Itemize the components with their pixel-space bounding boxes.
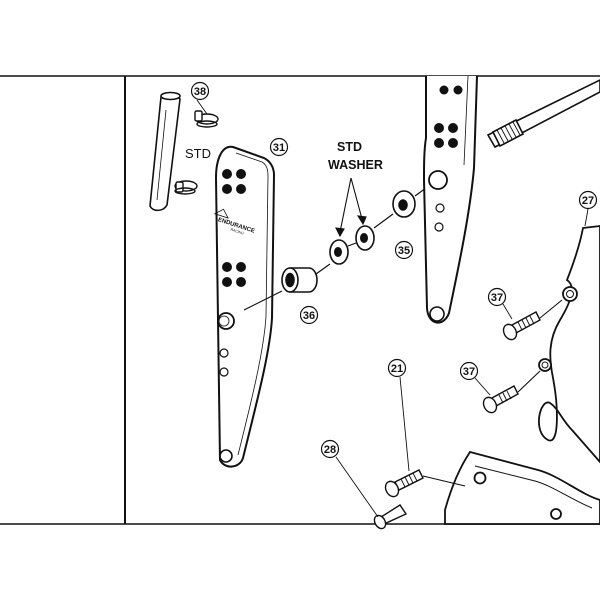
assembly-axis-line <box>243 184 431 311</box>
pedal-hole-cluster-mid <box>222 262 246 287</box>
callout-28: 28 <box>320 439 379 518</box>
frame-bracket-bottom <box>444 450 600 525</box>
callout-37b: 37 <box>459 361 491 396</box>
hose-clamp-top <box>194 110 219 128</box>
washer-2 <box>355 225 375 251</box>
pin-28 <box>373 504 408 530</box>
hose-tube <box>149 91 181 212</box>
callout-38: 38 <box>190 81 210 115</box>
bolt-37b <box>482 385 519 414</box>
svg-text:37: 37 <box>463 366 475 378</box>
callout-37a: 37 <box>487 287 513 320</box>
svg-text:36: 36 <box>303 310 315 322</box>
bolt-21 <box>384 469 424 498</box>
std-washer-label-line2: WASHER <box>328 158 383 172</box>
leader-bolt-37b <box>517 370 541 393</box>
svg-text:35: 35 <box>398 245 410 257</box>
svg-text:27: 27 <box>582 195 594 207</box>
callout-35: 35 <box>394 240 414 260</box>
pedal-bottom-hole <box>219 449 233 463</box>
pedal-arm: ENDURANCE RACING <box>213 145 276 468</box>
svg-text:21: 21 <box>391 363 403 375</box>
mount-bracket <box>538 225 600 464</box>
callout-21: 21 <box>387 358 410 472</box>
svg-text:RACING: RACING <box>230 228 244 236</box>
svg-text:37: 37 <box>491 292 503 304</box>
spacer-bushing <box>281 267 318 293</box>
callout-27: 27 <box>578 190 598 227</box>
diagram-frame <box>0 75 600 525</box>
svg-text:38: 38 <box>194 86 206 98</box>
std-washer-label-line1: STD <box>337 140 362 154</box>
pedal-arm-rear <box>422 75 478 324</box>
svg-text:31: 31 <box>273 142 285 154</box>
threaded-rod <box>486 79 600 149</box>
std-clamp-label: STD <box>185 146 211 161</box>
pedal-hole-cluster-top <box>222 169 246 194</box>
std-washer-leaders <box>335 177 367 238</box>
leader-bolt-37a <box>539 299 563 319</box>
callout-31: 31 <box>269 137 289 157</box>
leader-bolt-21 <box>422 475 466 487</box>
callout-36: 36 <box>299 305 319 325</box>
washer-35 <box>392 190 416 218</box>
bolt-37a <box>502 311 541 341</box>
pedal-pivot-hole <box>217 312 235 330</box>
washer-1 <box>329 239 349 265</box>
svg-text:28: 28 <box>324 444 336 456</box>
hose-clamp-bottom <box>174 180 198 195</box>
